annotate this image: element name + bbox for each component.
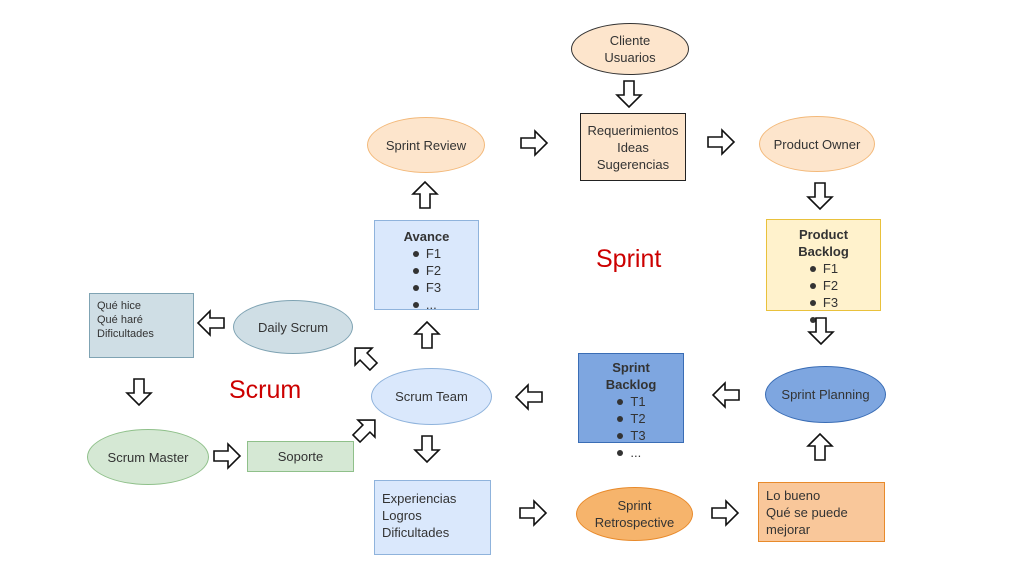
- avance-node: Avance F1 F2 F3 ...: [374, 220, 479, 313]
- list-item: T3: [617, 428, 646, 443]
- que-hare-line: Qué haré: [97, 314, 143, 326]
- arrow-left-icon: [196, 309, 225, 337]
- arrow-up-left-icon: [354, 347, 379, 372]
- list-item: F2: [809, 278, 839, 293]
- requerimientos-line: Requerimientos: [587, 122, 679, 138]
- arrow-down-icon: [807, 317, 835, 346]
- avance-list: F1 F2 F3 ...: [412, 245, 441, 313]
- arrow-up-icon: [411, 180, 439, 209]
- scrum-team-label: Scrum Team: [395, 389, 468, 404]
- product-backlog-list: F1 F2 F3: [809, 260, 839, 323]
- list-item: F1: [809, 261, 839, 276]
- scrum-master-label: Scrum Master: [107, 449, 189, 465]
- sprint-planning-label: Sprint Planning: [781, 387, 870, 402]
- avance-title: Avance: [403, 229, 450, 244]
- arrow-right-icon: [213, 442, 242, 470]
- arrow-down-icon: [615, 80, 643, 109]
- list-item: F1: [412, 246, 442, 261]
- dificultades-line: Dificultades: [97, 328, 154, 340]
- arrow-right-icon: [519, 499, 548, 527]
- sprint-backlog-title-1: Sprint: [612, 360, 650, 375]
- sprint-planning-node: Sprint Planning: [765, 366, 886, 423]
- list-item: ...: [412, 296, 441, 313]
- sugerencias-line: Sugerencias: [596, 156, 670, 172]
- arrow-right-icon: [711, 499, 740, 527]
- retrospective-line-1: Sprint: [617, 498, 652, 513]
- scrum-label: Scrum: [229, 376, 302, 404]
- soporte-node: Soporte: [247, 441, 354, 472]
- sprint-backlog-list: T1 T2 T3 ...: [616, 393, 646, 461]
- sprint-review-node: Sprint Review: [367, 117, 485, 173]
- sprint-backlog-title-2: Backlog: [605, 377, 657, 392]
- que-se-puede-line: Qué se puede: [766, 504, 848, 520]
- lo-bueno-line: Lo bueno: [766, 487, 821, 503]
- usuarios-line: Usuarios: [604, 50, 656, 65]
- list-item: F3: [809, 295, 839, 310]
- product-backlog-node: Product Backlog F1 F2 F3: [766, 219, 881, 323]
- list-item: F3: [412, 280, 442, 295]
- product-backlog-title-2: Backlog: [798, 244, 849, 259]
- cliente-usuarios-node: Cliente Usuarios: [571, 23, 689, 75]
- experiencias-node: Experiencias Logros Dificultades: [374, 480, 491, 555]
- daily-scrum-node: Daily Scrum: [233, 300, 353, 354]
- list-item: T2: [617, 411, 646, 426]
- sprint-retrospective-node: Sprint Retrospective: [576, 487, 693, 541]
- arrow-right-icon: [520, 129, 549, 157]
- sprint-label: Sprint: [596, 245, 662, 273]
- product-owner-label: Product Owner: [773, 136, 861, 152]
- dificultades-line: Dificultades: [382, 525, 450, 540]
- cliente-line: Cliente: [609, 33, 651, 48]
- soporte-label: Soporte: [277, 449, 324, 464]
- scrum-master-node: Scrum Master: [87, 429, 209, 485]
- sprint-review-label: Sprint Review: [385, 137, 467, 153]
- list-item: F2: [412, 263, 442, 278]
- arrow-down-icon: [125, 378, 153, 407]
- arrow-up-right-icon: [351, 419, 376, 444]
- list-item: T1: [617, 394, 646, 409]
- ideas-line: Ideas: [617, 139, 649, 155]
- mejorar-line: mejorar: [766, 521, 811, 537]
- arrow-left-icon: [514, 383, 543, 411]
- daily-scrum-label: Daily Scrum: [257, 319, 329, 335]
- experiencias-line: Experiencias: [382, 491, 457, 506]
- retrospective-line-2: Retrospective: [594, 515, 675, 530]
- requerimientos-node: Requerimientos Ideas Sugerencias: [580, 113, 686, 181]
- arrow-down-icon: [413, 435, 441, 464]
- lo-bueno-node: Lo bueno Qué se puede mejorar: [758, 482, 885, 542]
- scrum-team-node: Scrum Team: [371, 368, 492, 425]
- que-hice-line: Qué hice: [97, 300, 142, 312]
- sprint-backlog-node: Sprint Backlog T1 T2 T3 ...: [578, 353, 684, 460]
- que-hice-node: Qué hice Qué haré Dificultades: [89, 293, 194, 358]
- arrow-up-icon: [413, 320, 441, 349]
- list-item: ...: [617, 444, 645, 461]
- arrow-right-icon: [707, 128, 736, 156]
- product-owner-node: Product Owner: [759, 116, 875, 172]
- arrow-left-icon: [711, 381, 740, 409]
- arrow-up-icon: [806, 432, 834, 461]
- product-backlog-title-1: Product: [798, 227, 849, 242]
- arrow-down-icon: [806, 182, 834, 211]
- logros-line: Logros: [382, 508, 422, 523]
